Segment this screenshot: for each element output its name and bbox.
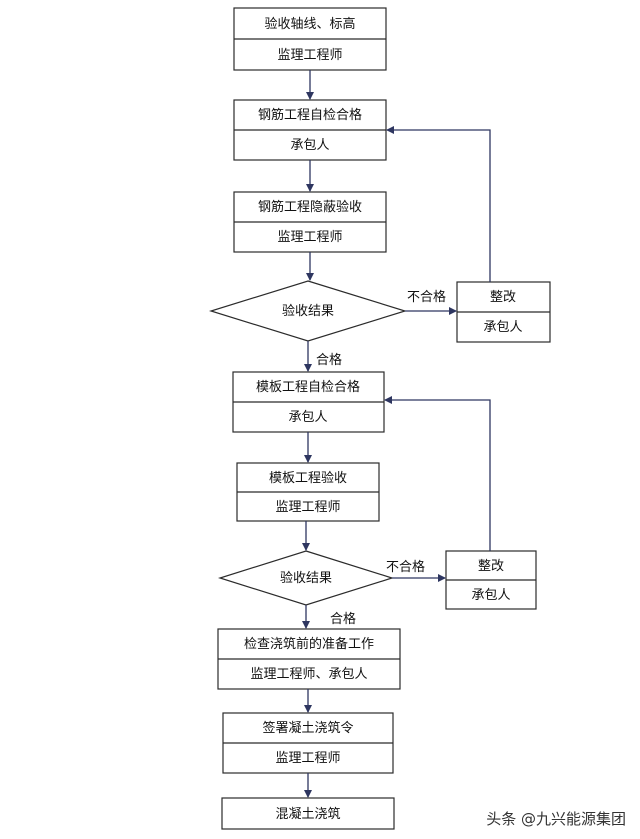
edge-label-pass-1: 合格: [316, 352, 342, 368]
node-formwork-acceptance: 模板工程验收 监理工程师: [236, 462, 380, 522]
node-title: 模板工程验收: [269, 470, 347, 486]
node-role: 承包人: [471, 588, 510, 603]
node-title: 钢筋工程自检合格: [258, 107, 362, 123]
node-role: 承包人: [290, 138, 329, 153]
node-role: 承包人: [288, 410, 327, 425]
node-title: 模板工程自检合格: [256, 379, 360, 395]
node-title: 签署凝土浇筑令: [262, 720, 353, 736]
node-pre-pour-inspection: 检查浇筑前的准备工作 监理工程师、承包人: [217, 628, 401, 690]
node-rework-2: 整改 承包人: [445, 550, 537, 610]
node-concrete-pour: 混凝土浇筑: [221, 797, 395, 830]
watermark-text: 头条 @九兴能源集团: [486, 810, 626, 828]
node-role: 监理工程师、承包人: [250, 667, 367, 682]
node-title: 整改: [478, 559, 504, 574]
node-rebar-concealed-acceptance: 钢筋工程隐蔽验收 监理工程师: [233, 191, 387, 253]
node-title: 检查浇筑前的准备工作: [244, 636, 374, 652]
arrow-rework1-loop: [386, 126, 491, 282]
watermark: 头条 @九兴能源集团: [486, 808, 626, 829]
decision-label: 验收结果: [280, 570, 332, 586]
edge-label-pass-2: 合格: [330, 611, 356, 627]
node-role: 监理工程师: [275, 500, 340, 515]
node-role: 承包人: [483, 320, 522, 335]
arrow-rework2-loop: [384, 396, 491, 551]
node-role: 监理工程师: [277, 48, 342, 63]
node-title: 混凝土浇筑: [275, 806, 340, 822]
decision-acceptance-result-2: 验收结果: [217, 550, 395, 606]
decision-label: 验收结果: [282, 303, 334, 319]
node-pour-order: 签署凝土浇筑令 监理工程师: [222, 712, 394, 774]
edge-label-fail-2: 不合格: [386, 559, 425, 575]
node-axis-elevation-check: 验收轴线、标高 监理工程师: [233, 7, 387, 71]
node-title: 钢筋工程隐蔽验收: [258, 199, 362, 215]
node-title: 整改: [490, 290, 516, 305]
node-title: 验收轴线、标高: [264, 16, 355, 32]
edge-label-fail-1: 不合格: [407, 289, 446, 305]
node-role: 监理工程师: [275, 751, 340, 766]
node-rework-1: 整改 承包人: [456, 281, 551, 343]
node-formwork-self-check: 模板工程自检合格 承包人: [232, 371, 385, 433]
node-role: 监理工程师: [277, 230, 342, 245]
node-rebar-self-check: 钢筋工程自检合格 承包人: [233, 99, 387, 161]
decision-acceptance-result-1: 验收结果: [208, 280, 408, 342]
